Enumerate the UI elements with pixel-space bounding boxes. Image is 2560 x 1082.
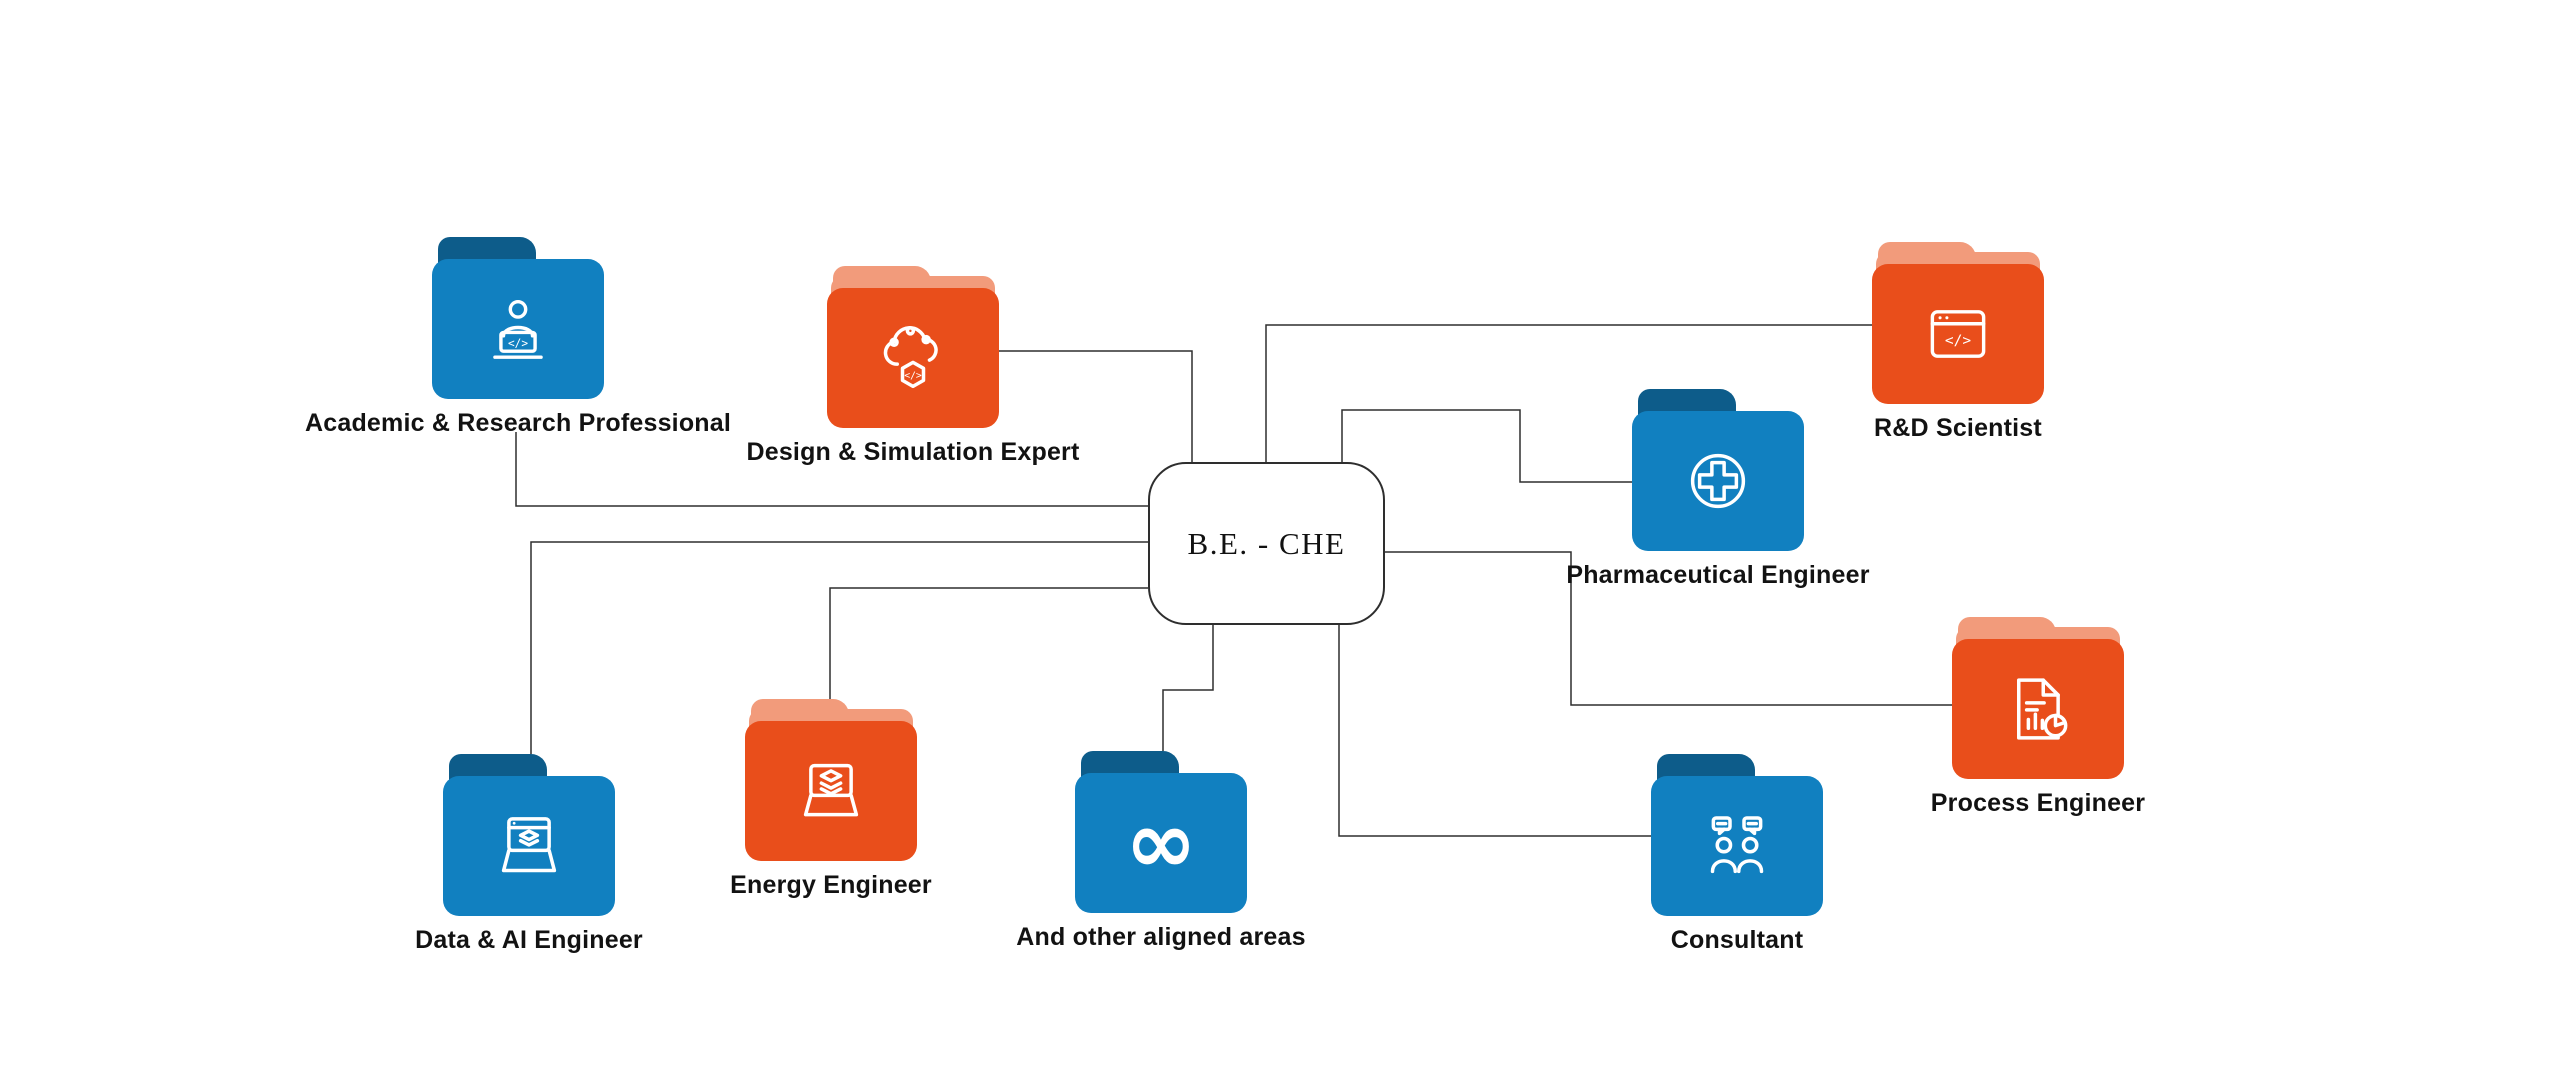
career-node-process: Process Engineer <box>1808 617 2268 818</box>
center-node-label: B.E. - CHE <box>1187 525 1346 561</box>
svg-text:</>: </> <box>904 371 922 382</box>
career-node-label: And other aligned areas <box>1016 923 1306 951</box>
connector-design <box>999 350 1193 462</box>
process-doc-chart-icon <box>1996 667 2080 751</box>
consultant-people-icon <box>1695 804 1779 888</box>
folder-data <box>443 754 615 916</box>
academic-person-laptop-icon: </> <box>477 288 559 370</box>
career-node-rnd: </> R&D Scientist <box>1728 242 2188 443</box>
career-node-consultant: Consultant <box>1507 754 1967 955</box>
career-node-label: Academic & Research Professional <box>304 409 732 437</box>
infinity-icon: ∞ <box>1125 793 1197 893</box>
folder-design: </> <box>827 266 999 428</box>
folder-rnd: </> <box>1872 242 2044 404</box>
pharma-medical-cross-icon <box>1676 439 1760 523</box>
career-node-aligned: ∞ And other aligned areas <box>931 751 1391 952</box>
connector-energy <box>829 587 1148 699</box>
folder-process <box>1952 617 2124 779</box>
career-node-label: Pharmaceutical Engineer <box>1566 561 1870 589</box>
connector-process <box>1385 551 1953 706</box>
svg-text:</>: </> <box>1945 333 1971 349</box>
career-node-label: Data & AI Engineer <box>415 926 643 954</box>
career-node-label: Consultant <box>1670 926 1804 954</box>
folder-energy <box>745 699 917 861</box>
connector-aligned <box>1162 625 1214 751</box>
folder-consultant <box>1651 754 1823 916</box>
career-node-design: </> Design & Simulation Expert <box>683 266 1143 467</box>
folder-academic: </> <box>432 237 604 399</box>
career-node-pharma: Pharmaceutical Engineer <box>1488 389 1948 590</box>
career-node-label: Process Engineer <box>1930 789 2146 817</box>
connector-pharma <box>1341 409 1633 483</box>
career-node-label: Design & Simulation Expert <box>746 438 1080 466</box>
career-node-label: Energy Engineer <box>730 871 932 899</box>
career-node-data: Data & AI Engineer <box>299 754 759 955</box>
rnd-browser-code-icon: </> <box>1917 293 1999 375</box>
svg-text:</>: </> <box>508 337 528 350</box>
folder-pharma <box>1632 389 1804 551</box>
connector-academic <box>515 432 1148 507</box>
career-node-label: R&D Scientist <box>1874 414 2042 442</box>
connector-data <box>530 541 1148 754</box>
connector-rnd <box>1265 324 1873 462</box>
center-node-be-che: B.E. - CHE <box>1148 462 1385 625</box>
energy-laptop-layers-icon <box>789 749 873 833</box>
data-laptop-stack-icon <box>487 804 571 888</box>
design-cloud-network-icon: </> <box>871 316 955 400</box>
connector-consultant <box>1338 625 1652 837</box>
career-node-academic: </> Academic & Research Professional <box>288 237 748 438</box>
folder-aligned: ∞ <box>1075 751 1247 913</box>
career-node-energy: Energy Engineer <box>601 699 1061 900</box>
